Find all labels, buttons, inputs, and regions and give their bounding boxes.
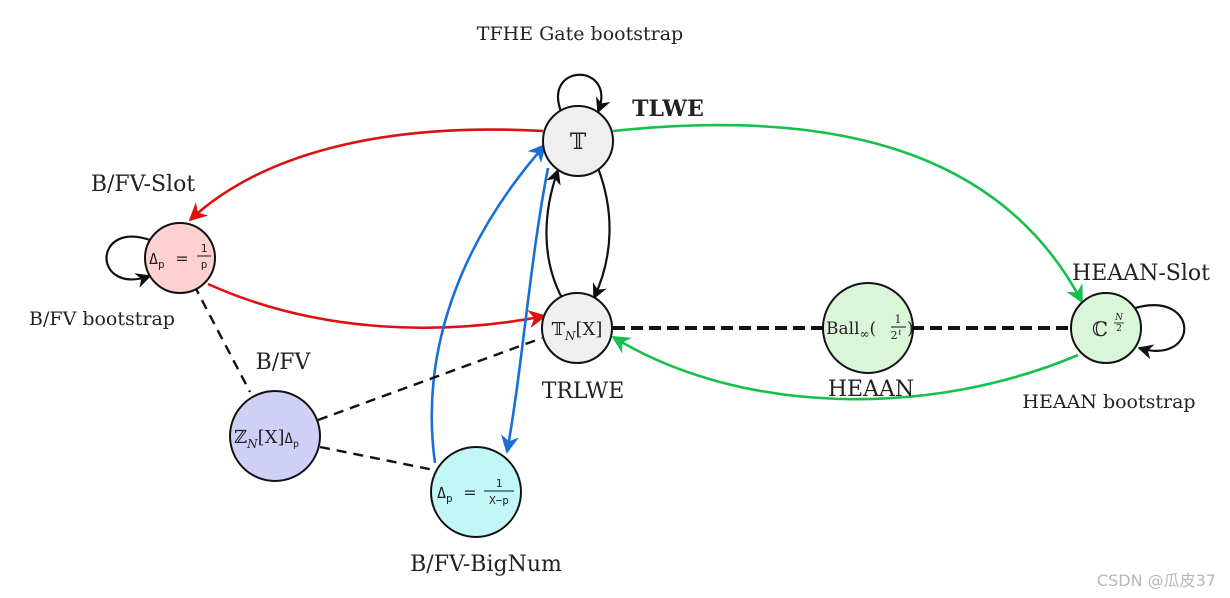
label-heaan: HEAAN <box>828 377 914 402</box>
bfv-bignum-eq: = <box>463 483 476 502</box>
node-complex: ℂ N 2 <box>1070 292 1142 364</box>
bfv-bignum-num: 1 <box>496 477 503 490</box>
dashed-integer-poly-to-bfv-bignum <box>319 445 435 472</box>
bfv-slot-den: p <box>201 258 208 271</box>
complex-sup-num: N <box>1114 313 1124 323</box>
label-bfv-bootstrap: B/FV bootstrap <box>29 308 175 330</box>
heaan-ball-close: ) <box>907 319 914 339</box>
edge-bfv-slot-to-torus-poly <box>207 282 547 329</box>
dashed-integer-poly-to-torus-poly <box>317 336 543 422</box>
bfv-bignum-delta: Δp <box>437 484 453 505</box>
edge-torus-to-bfv-bignum <box>500 167 550 454</box>
label-heaan-slot: HEAAN-Slot <box>1072 261 1210 286</box>
label-bfv: B/FV <box>256 350 312 375</box>
edge-torus-to-complex <box>612 123 1084 304</box>
dashed-bfv-slot-to-integer-poly <box>192 284 252 393</box>
watermark: CSDN @瓜皮37 <box>1097 571 1216 590</box>
label-heaan-bootstrap: HEAAN bootstrap <box>1022 391 1195 413</box>
edge-complex-to-torus-poly <box>611 335 1079 401</box>
edge-torus-to-bfv-slot <box>188 128 544 222</box>
heaan-ball-text: Ball∞( <box>826 319 876 341</box>
node-bfv-slot: Δp = 1 p <box>144 222 216 294</box>
node-heaan-ball: Ball∞( 1 2ℓ ) <box>822 282 914 374</box>
node-integer-poly: ℤN[X]Δp <box>229 390 321 482</box>
node-torus: 𝕋 <box>542 105 614 177</box>
self-loop-torus <box>557 73 611 115</box>
heaan-ball-num: 1 <box>895 313 902 326</box>
complex-sup-den: 2 <box>1116 324 1122 334</box>
self-loop-complex <box>1134 304 1186 360</box>
bfv-slot-delta: Δp <box>149 250 165 271</box>
edge-torus-to-torus-poly <box>592 167 611 300</box>
complex-symbol: ℂ <box>1092 317 1108 341</box>
bfv-slot-eq: = <box>175 249 188 268</box>
node-torus-poly: 𝕋N[X] <box>541 292 613 364</box>
heaan-ball-den: 2ℓ <box>891 328 902 342</box>
integer-poly-label: ℤN[X]Δp <box>234 427 299 451</box>
label-tlwe: TLWE <box>632 96 704 122</box>
bfv-slot-num: 1 <box>201 242 208 255</box>
torus-symbol: 𝕋 <box>570 130 587 155</box>
self-loop-bfv-slot <box>105 235 152 288</box>
bfv-bignum-den: X−p <box>489 494 509 507</box>
node-bfv-bignum: Δp = 1 X−p <box>430 446 522 538</box>
edge-bfv-bignum-to-torus <box>430 143 547 464</box>
edge-torus-poly-to-torus <box>545 168 563 299</box>
torus-poly-label: 𝕋N[X] <box>552 319 603 343</box>
label-tfhe-gate-bootstrap: TFHE Gate bootstrap <box>477 23 683 45</box>
label-bfv-bignum: B/FV-BigNum <box>410 552 562 577</box>
label-trlwe: TRLWE <box>542 379 625 404</box>
label-bfv-slot: B/FV-Slot <box>91 172 195 197</box>
